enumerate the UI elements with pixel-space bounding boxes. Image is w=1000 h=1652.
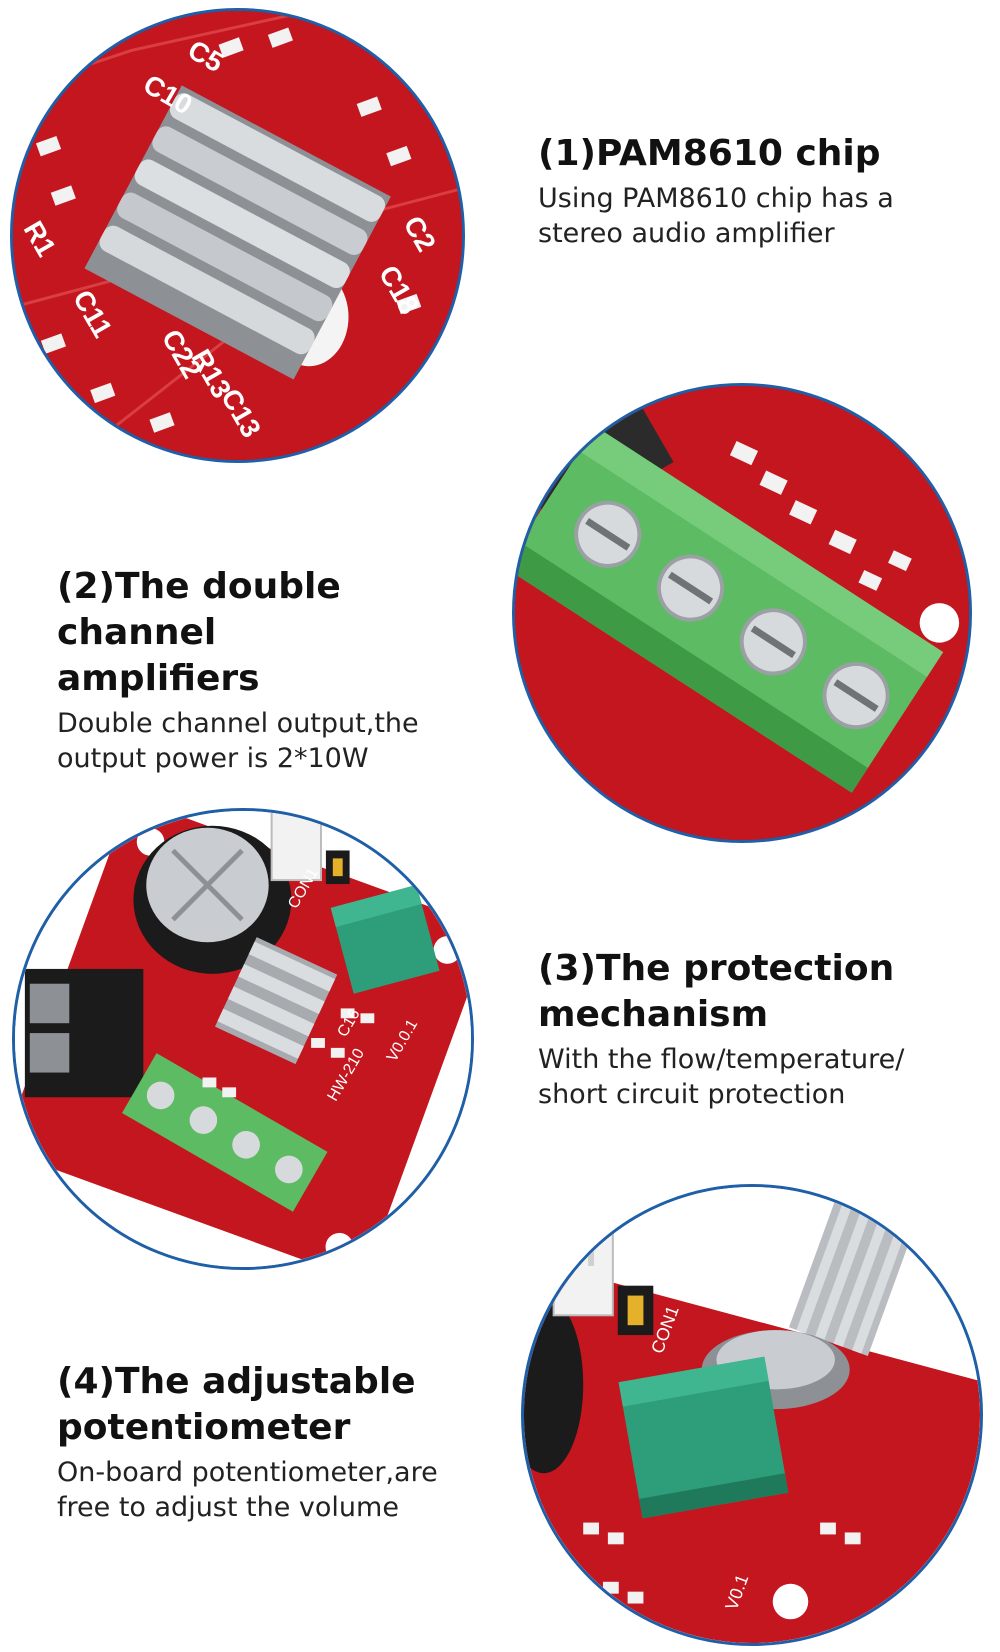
feature-title: (2)The double channel amplifiers	[57, 564, 497, 702]
feature-description: On-board potentiometer,are free to adjus…	[57, 1455, 497, 1525]
feature-description-line: Using PAM8610 chip has a	[538, 183, 894, 214]
photo-heatsink-closeup: C5 C10 C11 C2 C18 C22 R13 C13 R1	[10, 8, 465, 463]
terminal-block-illustration	[515, 386, 969, 840]
feature-title: (1)PAM8610 chip	[538, 133, 881, 174]
potentiometer-illustration: CON1 V0.1	[524, 1187, 980, 1643]
amplifier-board-illustration: CON1 HW-210 V0.0.1 C16	[15, 811, 471, 1267]
pcb-heatsink-illustration: C5 C10 C11 C2 C18 C22 R13 C13 R1	[13, 11, 462, 460]
feature-description-line: free to adjust the volume	[57, 1492, 399, 1523]
feature-description-line: Double channel output,the	[57, 708, 419, 739]
feature-title: (4)The adjustable potentiometer	[57, 1359, 497, 1451]
feature-description-line: short circuit protection	[538, 1079, 846, 1110]
feature-title: (3)The protection mechanism	[538, 946, 978, 1038]
feature-double-channel: (2)The double channel amplifiers Double …	[57, 564, 497, 776]
feature-description-line: With the flow/temperature/	[538, 1044, 905, 1075]
photo-potentiometer: CON1 V0.1	[521, 1184, 983, 1646]
photo-terminal-block	[512, 383, 972, 843]
feature-title-line: (4)The adjustable	[57, 1361, 416, 1402]
feature-pam8610-chip: (1)PAM8610 chip Using PAM8610 chip has a…	[538, 131, 958, 251]
feature-description: Using PAM8610 chip has a stereo audio am…	[538, 181, 958, 251]
feature-description-line: stereo audio amplifier	[538, 218, 835, 249]
feature-title-line: (2)The double channel	[57, 566, 341, 653]
feature-title-line: amplifiers	[57, 658, 260, 699]
feature-description: Double channel output,the output power i…	[57, 706, 497, 776]
feature-protection: (3)The protection mechanism With the flo…	[538, 946, 978, 1112]
feature-title-line: mechanism	[538, 994, 769, 1035]
feature-description-line: output power is 2*10W	[57, 743, 369, 774]
feature-description-line: On-board potentiometer,are	[57, 1457, 438, 1488]
feature-title-line: potentiometer	[57, 1407, 351, 1448]
feature-potentiometer: (4)The adjustable potentiometer On-board…	[57, 1359, 497, 1525]
feature-description: With the flow/temperature/ short circuit…	[538, 1042, 978, 1112]
feature-title-line: (3)The protection	[538, 948, 895, 989]
photo-whole-board: CON1 HW-210 V0.0.1 C16	[12, 808, 474, 1270]
